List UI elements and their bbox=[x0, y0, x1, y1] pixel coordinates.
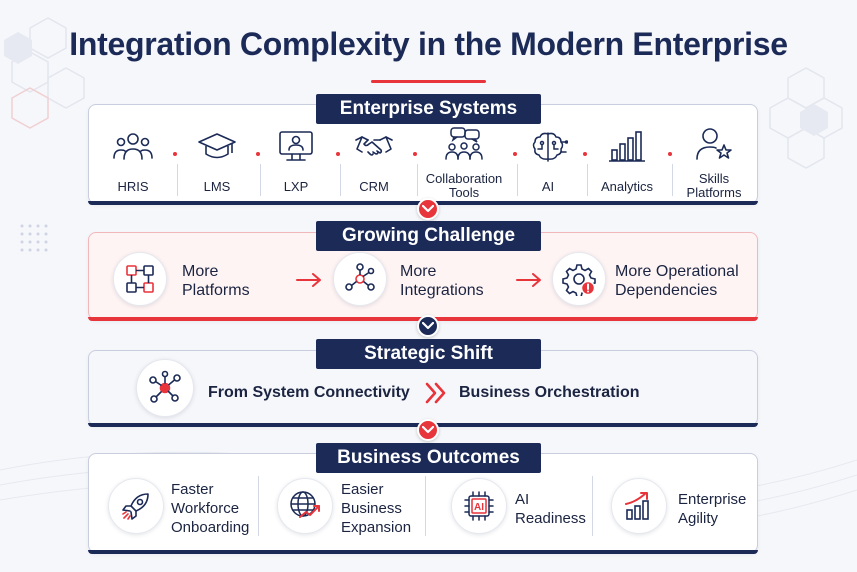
separator-dot bbox=[173, 152, 177, 156]
gear-alert-icon-circle bbox=[552, 252, 606, 306]
challenge-more-platforms-line1: More bbox=[182, 263, 219, 280]
outcome-easier-line1: Easier bbox=[341, 481, 384, 498]
ai-chip-icon-circle: AI bbox=[451, 478, 507, 534]
system-label-hris: HRIS bbox=[117, 179, 149, 194]
arrow-right-icon bbox=[516, 273, 541, 287]
challenge-more-platforms-line2: Platforms bbox=[182, 282, 250, 299]
growth-chart-icon bbox=[625, 492, 649, 520]
challenge-more-integrations-line2: Integrations bbox=[400, 282, 484, 299]
separator-line bbox=[517, 164, 518, 196]
growing-challenge-heading: Growing Challenge bbox=[316, 221, 541, 251]
separator-line bbox=[592, 476, 593, 536]
ai-chip-text: AI bbox=[474, 502, 484, 513]
separator-line bbox=[340, 164, 341, 196]
graduation-cap-icon bbox=[198, 133, 236, 159]
system-label-collaboration: Collaboration bbox=[425, 171, 503, 186]
shift-to-text: Business Orchestration bbox=[459, 384, 640, 401]
system-lms bbox=[197, 130, 237, 164]
system-label-skills: Skills bbox=[698, 171, 730, 186]
handshake-icon bbox=[355, 136, 393, 156]
ai-chip-icon: AI bbox=[464, 491, 494, 521]
system-ai bbox=[528, 130, 568, 164]
growth-chart-icon-circle bbox=[611, 478, 667, 534]
enterprise-systems-heading: Enterprise Systems bbox=[316, 94, 541, 124]
monitor-user-icon bbox=[279, 131, 313, 161]
separator-dot bbox=[668, 152, 672, 156]
user-star-icon bbox=[696, 128, 732, 160]
system-analytics bbox=[607, 130, 647, 164]
connector-chevron-down bbox=[417, 419, 439, 441]
outcome-agility-line1: Enterprise bbox=[678, 491, 747, 508]
double-chevron-right-icon bbox=[425, 382, 446, 404]
globe-growth-icon bbox=[290, 491, 320, 518]
platforms-icon-circle bbox=[113, 252, 167, 306]
system-lxp bbox=[276, 130, 316, 164]
shift-from-text: From System Connectivity bbox=[208, 384, 410, 401]
separator-dot bbox=[256, 152, 260, 156]
separator-dot bbox=[583, 152, 587, 156]
network-icon-circle bbox=[333, 252, 387, 306]
connector-chevron-down bbox=[417, 315, 439, 337]
separator-dot bbox=[513, 152, 517, 156]
arrow-right-icon bbox=[296, 273, 321, 287]
rocket-icon-circle bbox=[108, 478, 164, 534]
outcome-easier-line2: Business bbox=[341, 500, 402, 517]
separator-line bbox=[258, 476, 259, 536]
separator-dot bbox=[336, 152, 340, 156]
outcome-faster-line3: Onboarding bbox=[171, 519, 250, 536]
chevron-down-icon bbox=[422, 426, 434, 434]
system-skills-platforms bbox=[694, 126, 734, 162]
separator-line bbox=[417, 164, 418, 196]
page-title: Integration Complexity in the Modern Ent… bbox=[69, 26, 788, 62]
challenge-more-dependencies-line2: Dependencies bbox=[615, 282, 718, 299]
outcome-ai-line1: AI bbox=[515, 491, 530, 508]
globe-growth-icon-circle bbox=[277, 478, 333, 534]
outcome-faster-line2: Workforce bbox=[171, 500, 240, 517]
challenge-more-integrations-line1: More bbox=[400, 263, 437, 280]
bar-chart-icon bbox=[609, 131, 645, 162]
hub-icon bbox=[149, 370, 181, 403]
system-label-platforms: Platforms bbox=[686, 185, 742, 200]
system-crm bbox=[354, 130, 394, 164]
network-icon bbox=[345, 263, 375, 291]
people-icon bbox=[113, 133, 153, 160]
separator-line bbox=[260, 164, 261, 196]
separator-line bbox=[177, 164, 178, 196]
system-label-lxp: LXP bbox=[283, 179, 309, 194]
system-label-ai: AI bbox=[541, 179, 555, 194]
separator-dot bbox=[413, 152, 417, 156]
system-label-lms: LMS bbox=[203, 179, 231, 194]
outcome-easier-line3: Expansion bbox=[341, 519, 412, 536]
system-collaboration-tools bbox=[443, 126, 485, 162]
system-label-crm: CRM bbox=[359, 179, 389, 194]
chevron-down-icon bbox=[422, 322, 434, 330]
separator-line bbox=[587, 164, 588, 196]
title-underline bbox=[371, 80, 486, 83]
team-icon bbox=[445, 127, 483, 160]
challenge-more-dependencies-line1: More Operational bbox=[615, 263, 739, 280]
ai-brain-icon bbox=[532, 132, 568, 162]
outcome-faster-line1: Faster bbox=[171, 481, 214, 498]
system-label-analytics: Analytics bbox=[600, 179, 654, 194]
platforms-icon bbox=[126, 265, 154, 293]
connector-chevron-down bbox=[417, 198, 439, 220]
rocket-icon bbox=[122, 493, 149, 520]
outcome-ai-line2: Readiness bbox=[515, 510, 586, 527]
separator-line bbox=[672, 164, 673, 196]
system-hris bbox=[113, 130, 153, 164]
strategic-shift-heading: Strategic Shift bbox=[316, 339, 541, 369]
outcome-agility-line2: Agility bbox=[678, 510, 719, 527]
hub-icon-circle bbox=[136, 359, 194, 417]
system-label-tools: Tools bbox=[448, 185, 480, 200]
business-outcomes-heading: Business Outcomes bbox=[316, 443, 541, 473]
chevron-down-icon bbox=[422, 205, 434, 213]
separator-line bbox=[425, 476, 426, 536]
gear-alert-icon bbox=[562, 264, 596, 296]
